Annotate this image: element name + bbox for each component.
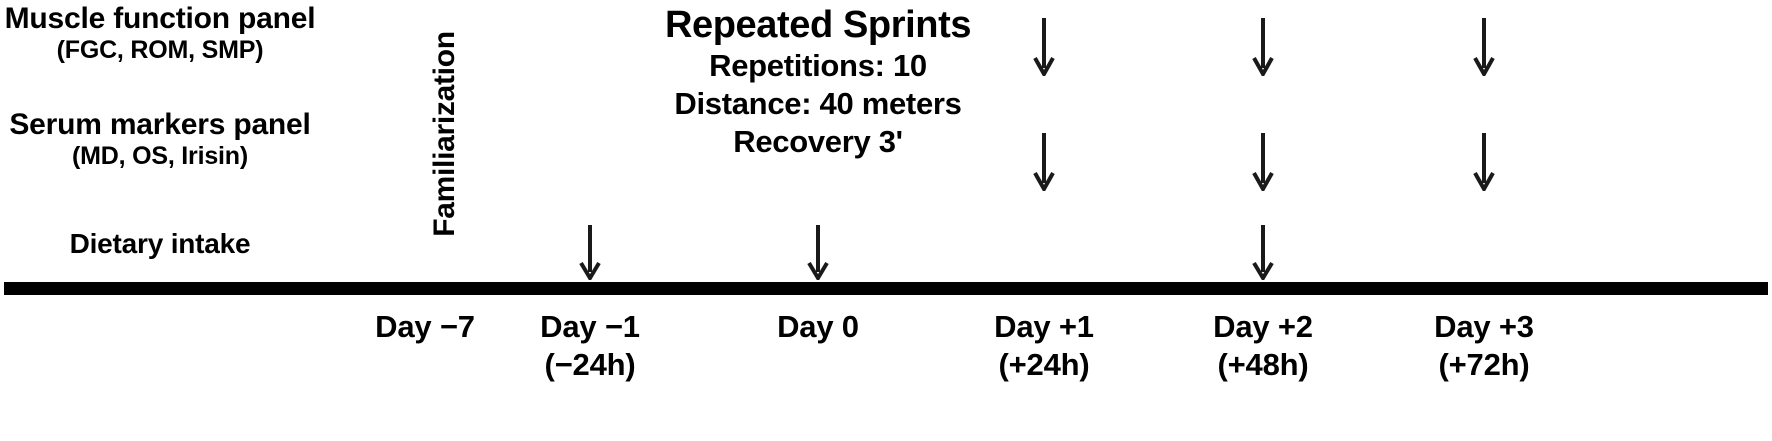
- day-label-day-plus-1: Day +1 (+24h): [934, 308, 1154, 384]
- day-label-day-plus-2-sub: (+48h): [1217, 346, 1309, 382]
- day-label-day-plus-3: Day +3 (+72h): [1374, 308, 1594, 384]
- day-label-day-minus-1-main: Day −1: [540, 309, 640, 344]
- down-arrow-icon-serum-day-plus-2: [1250, 133, 1276, 191]
- down-arrow-icon-muscle-day-plus-3: [1471, 18, 1497, 76]
- protocol-repetitions: Repetitions: 10: [709, 48, 927, 83]
- timeline-axis-bar: [4, 282, 1768, 295]
- protocol-recovery: Recovery 3': [733, 124, 903, 159]
- day-label-day-0: Day 0: [708, 308, 928, 346]
- row-label-dietary-intake: Dietary intake: [0, 228, 330, 259]
- day-label-day-plus-2-main: Day +2: [1213, 309, 1313, 344]
- day-label-day-0-main: Day 0: [777, 309, 859, 344]
- day-label-day-minus-7: Day −7: [315, 308, 535, 346]
- row-label-muscle-function-subtitle: (FGC, ROM, SMP): [56, 35, 264, 64]
- familiarization-label: Familiarization: [428, 31, 462, 237]
- row-label-serum-markers-subtitle: (MD, OS, Irisin): [72, 141, 248, 170]
- day-label-day-plus-2: Day +2 (+48h): [1153, 308, 1373, 384]
- day-label-day-minus-7-main: Day −7: [375, 309, 475, 344]
- down-arrow-icon-serum-day-plus-1: [1031, 133, 1057, 191]
- down-arrow-icon-muscle-day-plus-2: [1250, 18, 1276, 76]
- row-label-muscle-function: Muscle function panel (FGC, ROM, SMP): [0, 2, 330, 64]
- day-label-day-plus-1-sub: (+24h): [998, 346, 1090, 382]
- repeated-sprints-protocol: Repeated Sprints Repetitions: 10 Distanc…: [600, 6, 1036, 164]
- protocol-distance: Distance: 40 meters: [674, 86, 962, 121]
- protocol-title: Repeated Sprints: [664, 4, 972, 46]
- row-label-muscle-function-title: Muscle function panel: [4, 2, 316, 35]
- day-label-day-plus-1-main: Day +1: [994, 309, 1094, 344]
- down-arrow-icon-muscle-day-plus-1: [1031, 18, 1057, 76]
- row-label-serum-markers: Serum markers panel (MD, OS, Irisin): [0, 108, 330, 170]
- down-arrow-icon-diet-day-minus-1: [577, 225, 603, 280]
- down-arrow-icon-diet-day-0: [805, 225, 831, 280]
- day-label-day-plus-3-sub: (+72h): [1438, 346, 1530, 382]
- row-label-dietary-intake-title: Dietary intake: [69, 228, 251, 259]
- day-label-day-minus-1-sub: (−24h): [544, 346, 636, 382]
- down-arrow-icon-diet-day-plus-2: [1250, 225, 1276, 280]
- day-label-day-plus-3-main: Day +3: [1434, 309, 1534, 344]
- down-arrow-icon-serum-day-plus-3: [1471, 133, 1497, 191]
- row-label-serum-markers-title: Serum markers panel: [9, 108, 311, 141]
- familiarization-block: Familiarization: [425, 18, 465, 250]
- day-label-day-minus-1: Day −1 (−24h): [480, 308, 700, 384]
